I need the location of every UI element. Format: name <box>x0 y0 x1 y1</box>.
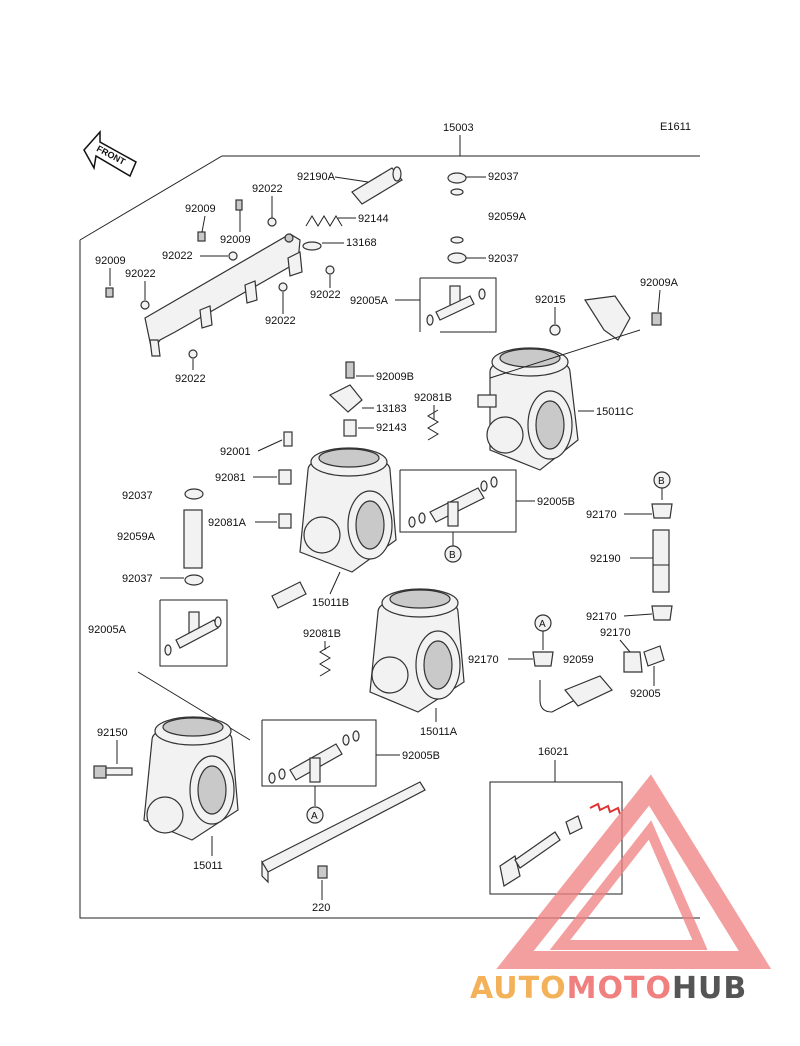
fuel-tee-top: 92037 92059A 92037 92005A <box>350 171 527 333</box>
callout-92190A: 92190A <box>297 171 336 183</box>
fuel-tee-92005B-lower: 92005B A <box>261 719 440 824</box>
callout-92009: 92009 <box>185 203 216 215</box>
callouts-top-left: 92190A 92022 92009 92144 92009 13168 920… <box>95 171 389 385</box>
callout-92059A: 92059A <box>117 531 156 543</box>
bracket-assembly <box>105 199 335 359</box>
ref-marker-b: B <box>658 476 665 487</box>
watermark-logo <box>496 774 772 969</box>
fuel-tee-left: 92037 92059A 92037 92005A <box>88 488 251 741</box>
callout-92037: 92037 <box>488 171 519 183</box>
callout-92190: 92190 <box>590 553 621 565</box>
callout-92170: 92170 <box>586 509 617 521</box>
kit-16021: 16021 <box>489 746 623 895</box>
carburetor-15011: 92150 15011 <box>93 716 239 872</box>
callout-92081A: 92081A <box>208 517 247 529</box>
callout-92015: 92015 <box>535 294 566 306</box>
tube-and-spring <box>305 166 403 227</box>
callout-15011: 15011 <box>193 860 223 872</box>
callout-92170: 92170 <box>468 654 499 666</box>
diagram-code: E1611 <box>660 121 691 133</box>
callout-92150: 92150 <box>97 727 128 739</box>
callout-15011B: 15011B <box>312 597 349 609</box>
callout-92001: 92001 <box>220 446 251 458</box>
callout-92170: 92170 <box>586 611 617 623</box>
callout-92144: 92144 <box>358 213 389 225</box>
watermark-hub: HUB <box>672 971 747 1006</box>
callout-15011A: 15011A <box>420 726 458 738</box>
ref-marker-b: B <box>449 550 456 561</box>
choke-parts: 92009B 92081B 13183 92143 <box>328 361 452 441</box>
hose-92059-group: A 92170 92059 <box>468 614 613 713</box>
right-hose-group: B 92170 92190 92170 92170 92005 <box>586 471 673 700</box>
carburetor-15011A: 92081B 15011A <box>303 588 465 738</box>
callout-92022: 92022 <box>125 268 156 280</box>
callout-92081B: 92081B <box>414 392 452 404</box>
callout-92037: 92037 <box>122 573 153 585</box>
watermark-auto: AUTO <box>470 971 567 1006</box>
watermark-moto: MOTO <box>567 971 672 1006</box>
callout-92005: 92005 <box>630 688 661 700</box>
callout-92022: 92022 <box>175 373 206 385</box>
carburetor-15011B: 92001 92081 92081A 15011B <box>208 431 397 609</box>
carburetor-15011C: 15011C 92015 92009A <box>477 277 679 471</box>
callout-92022: 92022 <box>265 315 296 327</box>
callout-220: 220 <box>312 902 330 914</box>
callout-15011C: 15011C <box>596 406 634 418</box>
callout-92143: 92143 <box>376 422 407 434</box>
callout-92059A: 92059A <box>488 211 527 223</box>
fuel-tee-92005B-upper: 92005B B <box>399 469 575 563</box>
watermark-text: AUTOMOTOHUB <box>470 971 747 1006</box>
callout-92009B: 92009B <box>376 371 414 383</box>
ref-marker-a: A <box>311 811 318 822</box>
callout-92009: 92009 <box>220 234 251 246</box>
callout-92170: 92170 <box>600 627 631 639</box>
callout-92081B: 92081B <box>303 628 341 640</box>
callout-92005A: 92005A <box>350 295 389 307</box>
front-arrow-icon: FRONT <box>83 130 137 178</box>
callout-13168: 13168 <box>346 237 377 249</box>
bottom-bracket-bar: 220 <box>261 781 426 914</box>
callout-16021: 16021 <box>538 746 569 758</box>
callout-92081: 92081 <box>215 472 246 484</box>
callout-92005B: 92005B <box>537 496 575 508</box>
callout-15003: 15003 <box>443 122 474 134</box>
callout-92022: 92022 <box>162 250 193 262</box>
callout-92059: 92059 <box>563 654 594 666</box>
callout-92005A: 92005A <box>88 624 127 636</box>
callout-92009: 92009 <box>95 255 126 267</box>
callout-92037: 92037 <box>488 253 519 265</box>
callout-92037: 92037 <box>122 490 153 502</box>
frame <box>79 155 700 919</box>
ref-marker-a: A <box>539 619 546 630</box>
callout-92022: 92022 <box>310 289 341 301</box>
callout-92009A: 92009A <box>640 277 679 289</box>
callout-92005B: 92005B <box>402 750 440 762</box>
callout-13183: 13183 <box>376 403 407 415</box>
callout-92022: 92022 <box>252 183 283 195</box>
